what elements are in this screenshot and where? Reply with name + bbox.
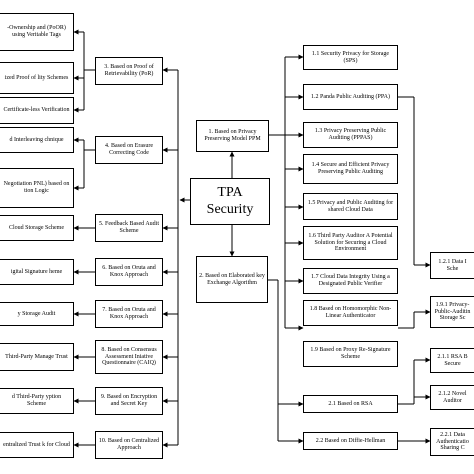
left-box-10: 10. Based on Centralized Approach bbox=[95, 431, 163, 459]
right-box-2-1: 2.1 Based on RSA bbox=[303, 395, 398, 413]
right-box-label: 1.9 Based on Proxy Re-Signature Scheme bbox=[310, 347, 391, 360]
far-left-box: Negotiation PNL) based on tion Logic bbox=[0, 168, 74, 208]
far-left-label: d Interleaving chnique bbox=[9, 136, 64, 143]
right-box-label: 1.1 Security Privacy for Storage (SPS) bbox=[311, 50, 390, 64]
far-left-label: -Ownership and (PoOR) using Veritable Ta… bbox=[7, 25, 66, 38]
far-left-box: ized Proof of lity Schemes bbox=[0, 62, 74, 94]
right-box-label: 2.1 Based on RSA bbox=[328, 400, 373, 407]
right-box-label: 1.7 Cloud Data Integrity Using a Designa… bbox=[311, 274, 390, 287]
left-box-3: 3. Based on Proof of Retrievability (PoR… bbox=[95, 57, 163, 85]
left-box-7: 7. Based on Oruta and Knox Approach bbox=[95, 300, 163, 328]
branch-box-2: 2. Based on Elaborated key Exchange Algo… bbox=[196, 256, 268, 303]
far-left-box: -Ownership and (PoOR) using Veritable Ta… bbox=[0, 13, 74, 51]
left-box-label: 6. Based on Oruta and Knox Approach bbox=[102, 265, 156, 278]
tpa-security-node: TPA Security bbox=[190, 178, 270, 225]
right-box-1-1: 1.1 Security Privacy for Storage (SPS) bbox=[303, 45, 398, 70]
far-right-box: 2.1.2 Novel Auditor bbox=[430, 385, 474, 410]
far-right-label: 2.1.2 Novel Auditor bbox=[438, 390, 467, 404]
far-left-box: d Third-Party yption Scheme bbox=[0, 388, 74, 414]
far-left-box: Third-Party Manage Trust bbox=[0, 343, 74, 371]
far-right-label: 2.2.1 Data Authenticatio Sharing C bbox=[436, 431, 469, 452]
right-box-1-9: 1.9 Based on Proxy Re-Signature Scheme bbox=[303, 341, 398, 367]
far-left-label: d Third-Party yption Scheme bbox=[11, 394, 62, 407]
far-left-label: Third-Party Manage Trust bbox=[5, 353, 68, 360]
left-box-label: 9. Based on Encryption and Secret Key bbox=[100, 394, 158, 407]
far-left-box: Cloud Storage Scheme bbox=[0, 215, 74, 241]
right-box-1-4: 1.4 Secure and Efficient Privacy Preserv… bbox=[303, 154, 398, 184]
right-box-1-7: 1.7 Cloud Data Integrity Using a Designa… bbox=[303, 268, 398, 294]
far-right-box: 2.2.1 Data Authenticatio Sharing C bbox=[430, 428, 474, 456]
far-left-box: y Storage Audit bbox=[0, 302, 74, 326]
left-box-label: 10. Based on Centralized Approach bbox=[98, 438, 160, 451]
far-left-box: d Interleaving chnique bbox=[0, 127, 74, 153]
far-right-label: 1.2.1 Data I Sche bbox=[438, 258, 467, 272]
left-box-label: 8. Based on Consensus Assessment Iniativ… bbox=[101, 346, 157, 367]
left-box-5: 5. Feedback Based Audit Scheme bbox=[95, 214, 163, 242]
right-box-1-5: 1.5 Privacy and Public Auditing for shar… bbox=[303, 193, 398, 220]
left-box-label: 3. Based on Proof of Retrievability (PoR… bbox=[104, 64, 154, 77]
far-right-box: 2.1.1 RSA B Secure bbox=[430, 348, 474, 373]
left-box-label: 7. Based on Oruta and Knox Approach bbox=[102, 307, 156, 320]
far-right-label: 1.9.1 Privacy-Public-Auditin Storage Sc bbox=[434, 301, 471, 322]
right-box-label: 1.6 Third Party Auditor A Potential Solu… bbox=[308, 232, 393, 253]
branch-box-1: 1. Based on Privacy Preserving Model PPM bbox=[196, 120, 269, 152]
far-left-label: entralized Trust k for Cloud bbox=[3, 441, 70, 448]
right-box-1-8: 1.8 Based on Homomorphic Non-Linear Auth… bbox=[303, 300, 398, 326]
far-left-box: entralized Trust k for Cloud bbox=[0, 432, 74, 458]
far-right-box: 1.9.1 Privacy-Public-Auditin Storage Sc bbox=[430, 296, 474, 328]
far-left-label: igital Signature heme bbox=[10, 268, 63, 275]
far-left-box: igital Signature heme bbox=[0, 259, 74, 285]
far-left-box: Certificate-less Verification bbox=[0, 97, 74, 124]
left-box-label: 5. Feedback Based Audit Scheme bbox=[99, 221, 159, 234]
right-box-label: 1.8 Based on Homomorphic Non-Linear Auth… bbox=[309, 306, 392, 319]
far-right-box: 1.2.1 Data I Sche bbox=[430, 252, 474, 279]
branch-label: 1. Based on Privacy Preserving Model PPM bbox=[204, 129, 261, 142]
left-box-6: 6. Based on Oruta and Knox Approach bbox=[95, 258, 163, 286]
right-box-label: 2.2 Based on Diffie-Hellman bbox=[315, 437, 386, 444]
right-box-1-6: 1.6 Third Party Auditor A Potential Solu… bbox=[303, 226, 398, 260]
right-box-label: 1.2 Panda Public Auditing (PPA) bbox=[311, 93, 390, 100]
far-left-label: Certificate-less Verification bbox=[3, 107, 70, 114]
branch-label: 2. Based on Elaborated key Exchange Algo… bbox=[199, 272, 265, 286]
left-box-label: 4. Based on Erasure Correcting Code bbox=[105, 143, 153, 156]
far-left-label: ized Proof of lity Schemes bbox=[4, 74, 69, 81]
right-box-1-2: 1.2 Panda Public Auditing (PPA) bbox=[303, 84, 398, 110]
right-box-label: 1.4 Secure and Efficient Privacy Preserv… bbox=[311, 162, 390, 175]
right-box-1-3: 1.3 Privacy Preserving Public Auditing (… bbox=[303, 122, 398, 148]
tpa-security-label: TPA Security bbox=[206, 185, 254, 217]
left-box-9: 9. Based on Encryption and Secret Key bbox=[95, 387, 163, 415]
right-box-label: 1.3 Privacy Preserving Public Auditing (… bbox=[314, 128, 387, 141]
far-left-label: Negotiation PNL) based on tion Logic bbox=[3, 181, 70, 194]
far-left-label: Cloud Storage Scheme bbox=[9, 224, 64, 231]
right-box-2-2: 2.2 Based on Diffie-Hellman bbox=[303, 432, 398, 450]
right-box-label: 1.5 Privacy and Public Auditing for shar… bbox=[307, 199, 394, 213]
far-left-label: y Storage Audit bbox=[17, 310, 56, 317]
left-box-4: 4. Based on Erasure Correcting Code bbox=[95, 136, 163, 164]
left-box-8: 8. Based on Consensus Assessment Iniativ… bbox=[95, 340, 163, 374]
far-right-label: 2.1.1 RSA B Secure bbox=[437, 353, 468, 367]
